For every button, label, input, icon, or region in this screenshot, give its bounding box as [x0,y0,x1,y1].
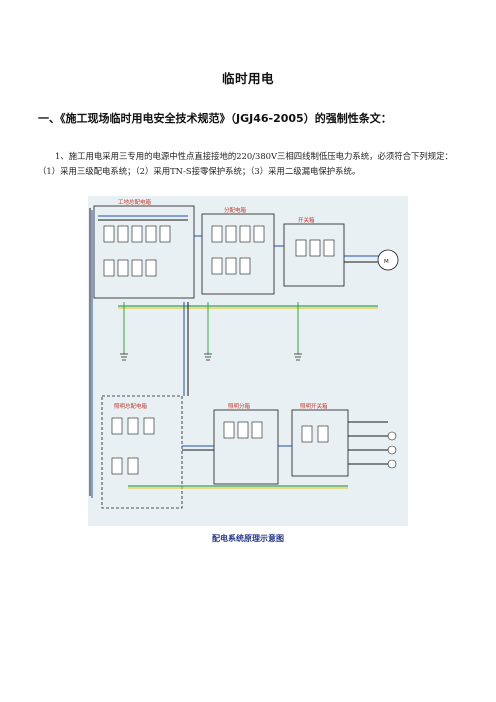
lighting-main-box-label: 照明总配电箱 [114,402,148,410]
lighting-switch-box-label: 照明开关箱 [300,402,328,410]
lamp-icons [387,431,397,469]
trunk-wires [89,208,388,498]
distribution-diagram: 工地总配电箱 分配电箱 开关箱 照明总配电箱 照明分箱 照明开关箱 [88,196,408,526]
main-box-outline [93,205,195,299]
sub-box-label: 分配电箱 [224,206,247,214]
switch-box-outline [283,223,345,287]
lighting-sub-box-label: 照明分箱 [228,402,251,410]
figure-caption: 配电系统原理示意图 [212,534,284,543]
switch-box-label: 开关箱 [298,216,315,224]
sub-box-outline [201,213,275,295]
main-box-label: 工地总配电箱 [118,198,152,206]
breaker-set [103,225,335,475]
page-title: 临时用电 [221,71,274,86]
ground-symbols [120,353,302,361]
section-heading: 一、《施工现场临时用电安全技术规范》（JGJ46-2005）的强制性条文： [38,112,392,125]
lighting-switch-box-outline [291,409,349,477]
motor-label: M [384,259,389,265]
diagram-svg: 工地总配电箱 分配电箱 开关箱 照明总配电箱 照明分箱 照明开关箱 [89,198,399,509]
lighting-sub-box-outline [213,409,279,485]
motor-icon [377,249,399,271]
lighting-main-box-outline [101,395,183,509]
body-paragraph: 1、施工用电采用三专用的电源中性点直接接地的220/380V三相四线制低压电力系… [38,151,453,176]
